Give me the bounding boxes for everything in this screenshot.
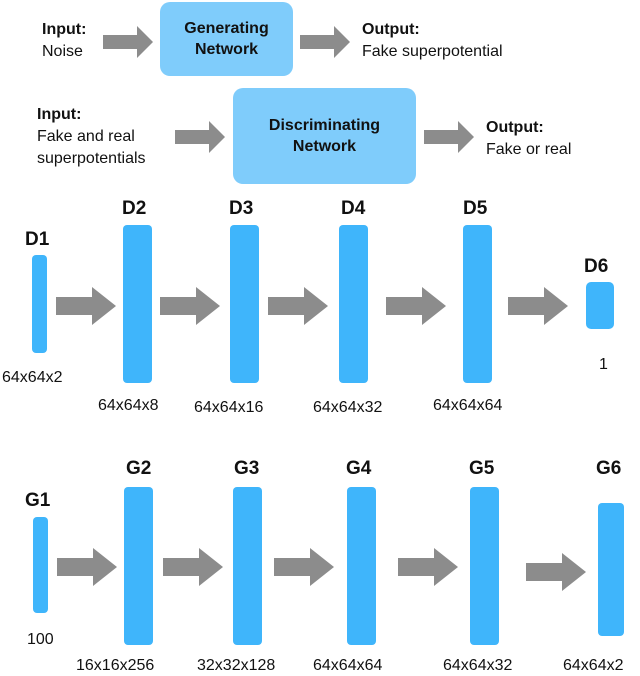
- layer-bar-d2: [123, 225, 152, 383]
- layer-label-d6: D6: [584, 256, 609, 277]
- layer-size-g4: 64x64x64: [313, 657, 383, 674]
- layer-bar-g3: [233, 487, 262, 645]
- layer-bar-g4: [347, 487, 376, 645]
- layer-label-g1: G1: [25, 490, 51, 511]
- layer-bar-d1: [32, 255, 47, 353]
- layer-arrow-g3-g4: [274, 548, 334, 586]
- layer-size-g5: 64x64x32: [443, 657, 513, 674]
- layer-label-g5: G5: [469, 458, 495, 479]
- discriminator-output-arrow: [424, 121, 474, 153]
- layer-arrow-d2-d3: [160, 287, 220, 325]
- layer-arrow-d5-d6: [508, 287, 568, 325]
- generator-input-title: Input:: [42, 21, 87, 38]
- discriminating-network-line1: Discriminating: [268, 117, 381, 134]
- layer-arrow-g1-g2: [57, 548, 117, 586]
- layer-label-d1: D1: [25, 229, 50, 250]
- discriminator-input-line1: Fake and real: [37, 128, 135, 145]
- layer-label-g4: G4: [346, 458, 372, 479]
- layer-bar-g2: [124, 487, 153, 645]
- layer-label-d4: D4: [341, 198, 366, 219]
- layer-size-g1: 100: [27, 631, 54, 648]
- layer-bar-d6: [586, 282, 614, 329]
- layer-bar-g5: [470, 487, 499, 645]
- layer-bar-d5: [463, 225, 492, 383]
- layer-label-d3: D3: [229, 198, 254, 219]
- layer-size-d3: 64x64x16: [194, 399, 264, 416]
- layer-size-d6: 1: [599, 356, 608, 373]
- layer-label-g6: G6: [596, 458, 622, 479]
- layer-arrow-g5-g6: [526, 553, 586, 591]
- discriminator-input-arrow: [175, 121, 225, 153]
- layer-bar-g6: [598, 503, 624, 636]
- discriminator-input-title: Input:: [37, 106, 82, 123]
- generator-input-text: Noise: [42, 43, 83, 60]
- layer-size-d4: 64x64x32: [313, 399, 383, 416]
- discriminator-input-line2: superpotentials: [37, 150, 146, 167]
- layer-arrow-d1-d2: [56, 287, 116, 325]
- generator-output-text: Fake superpotential: [362, 43, 503, 60]
- layer-label-d5: D5: [463, 198, 488, 219]
- layer-arrow-d4-d5: [386, 287, 446, 325]
- layer-label-g3: G3: [234, 458, 260, 479]
- layer-bar-d3: [230, 225, 259, 383]
- layer-size-g3: 32x32x128: [197, 657, 276, 674]
- discriminator-output-text: Fake or real: [486, 141, 572, 158]
- layer-bar-d4: [339, 225, 368, 383]
- layer-size-g6: 64x64x2: [563, 657, 624, 674]
- layer-size-d5: 64x64x64: [433, 397, 503, 414]
- discriminator-output-title: Output:: [486, 119, 544, 136]
- generator-output-title: Output:: [362, 21, 420, 38]
- layer-arrow-g2-g3: [163, 548, 223, 586]
- layer-size-d1: 64x64x2: [2, 369, 63, 386]
- layer-bar-g1: [33, 517, 48, 613]
- generator-output-arrow: [300, 26, 350, 58]
- generator-input-arrow: [103, 26, 153, 58]
- layer-label-d2: D2: [122, 198, 147, 219]
- generating-network-line1: Generating: [184, 20, 269, 37]
- layer-size-d2: 64x64x8: [98, 397, 159, 414]
- layer-label-g2: G2: [126, 458, 152, 479]
- generating-network-line2: Network: [194, 41, 259, 58]
- layer-size-g2: 16x16x256: [76, 657, 155, 674]
- layer-arrow-g4-g5: [398, 548, 458, 586]
- discriminating-network-line2: Network: [292, 138, 357, 155]
- layer-arrow-d3-d4: [268, 287, 328, 325]
